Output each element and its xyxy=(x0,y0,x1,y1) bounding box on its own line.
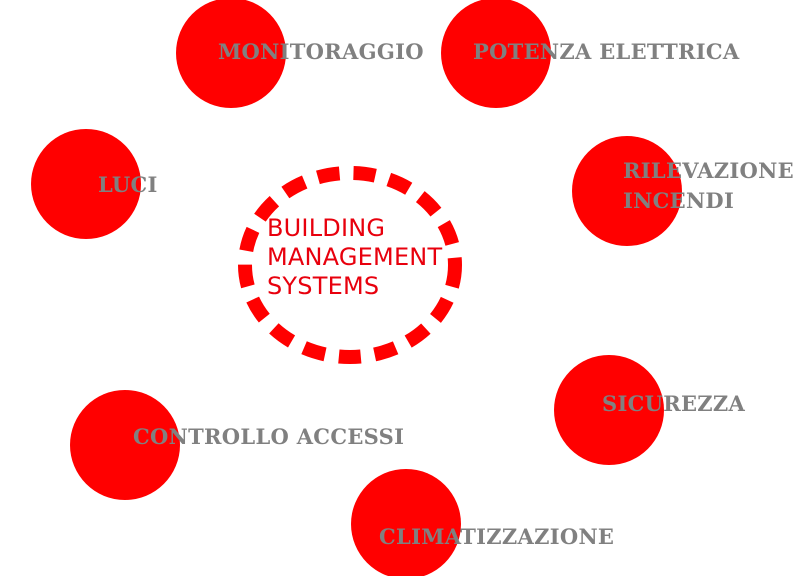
node-dot-luci xyxy=(31,129,141,239)
center-title: BUILDING MANAGEMENT SYSTEMS xyxy=(267,214,442,301)
center-dashed-ring xyxy=(238,166,462,364)
center-title-line-1: BUILDING xyxy=(267,214,386,242)
node-label-rilevazione-incendi: RILEVAZIONE INCENDI xyxy=(623,156,794,216)
center-title-line-3: SYSTEMS xyxy=(267,272,380,300)
node-dot-sicurezza xyxy=(554,355,664,465)
node-label-climatizzazione: CLIMATIZZAZIONE xyxy=(379,524,615,549)
node-label-rilevazione-line-2: INCENDI xyxy=(623,188,735,213)
node-dot-monitoraggio xyxy=(176,0,286,108)
node-label-rilevazione-line-1: RILEVAZIONE xyxy=(623,158,794,183)
node-label-monitoraggio: MONITORAGGIO xyxy=(218,39,424,64)
node-label-luci: LUCI xyxy=(98,172,158,197)
node-dot-climatizzazione xyxy=(351,469,461,576)
node-dot-potenza-elettrica xyxy=(441,0,551,108)
node-label-controllo-accessi: CONTROLLO ACCESSI xyxy=(133,424,405,449)
node-label-potenza-elettrica: POTENZA ELETTRICA xyxy=(473,39,740,64)
node-dot-controllo-accessi xyxy=(70,390,180,500)
node-dot-rilevazione-incendi xyxy=(572,136,682,246)
node-label-sicurezza: SICUREZZA xyxy=(602,391,746,416)
center-title-line-2: MANAGEMENT xyxy=(267,243,443,271)
